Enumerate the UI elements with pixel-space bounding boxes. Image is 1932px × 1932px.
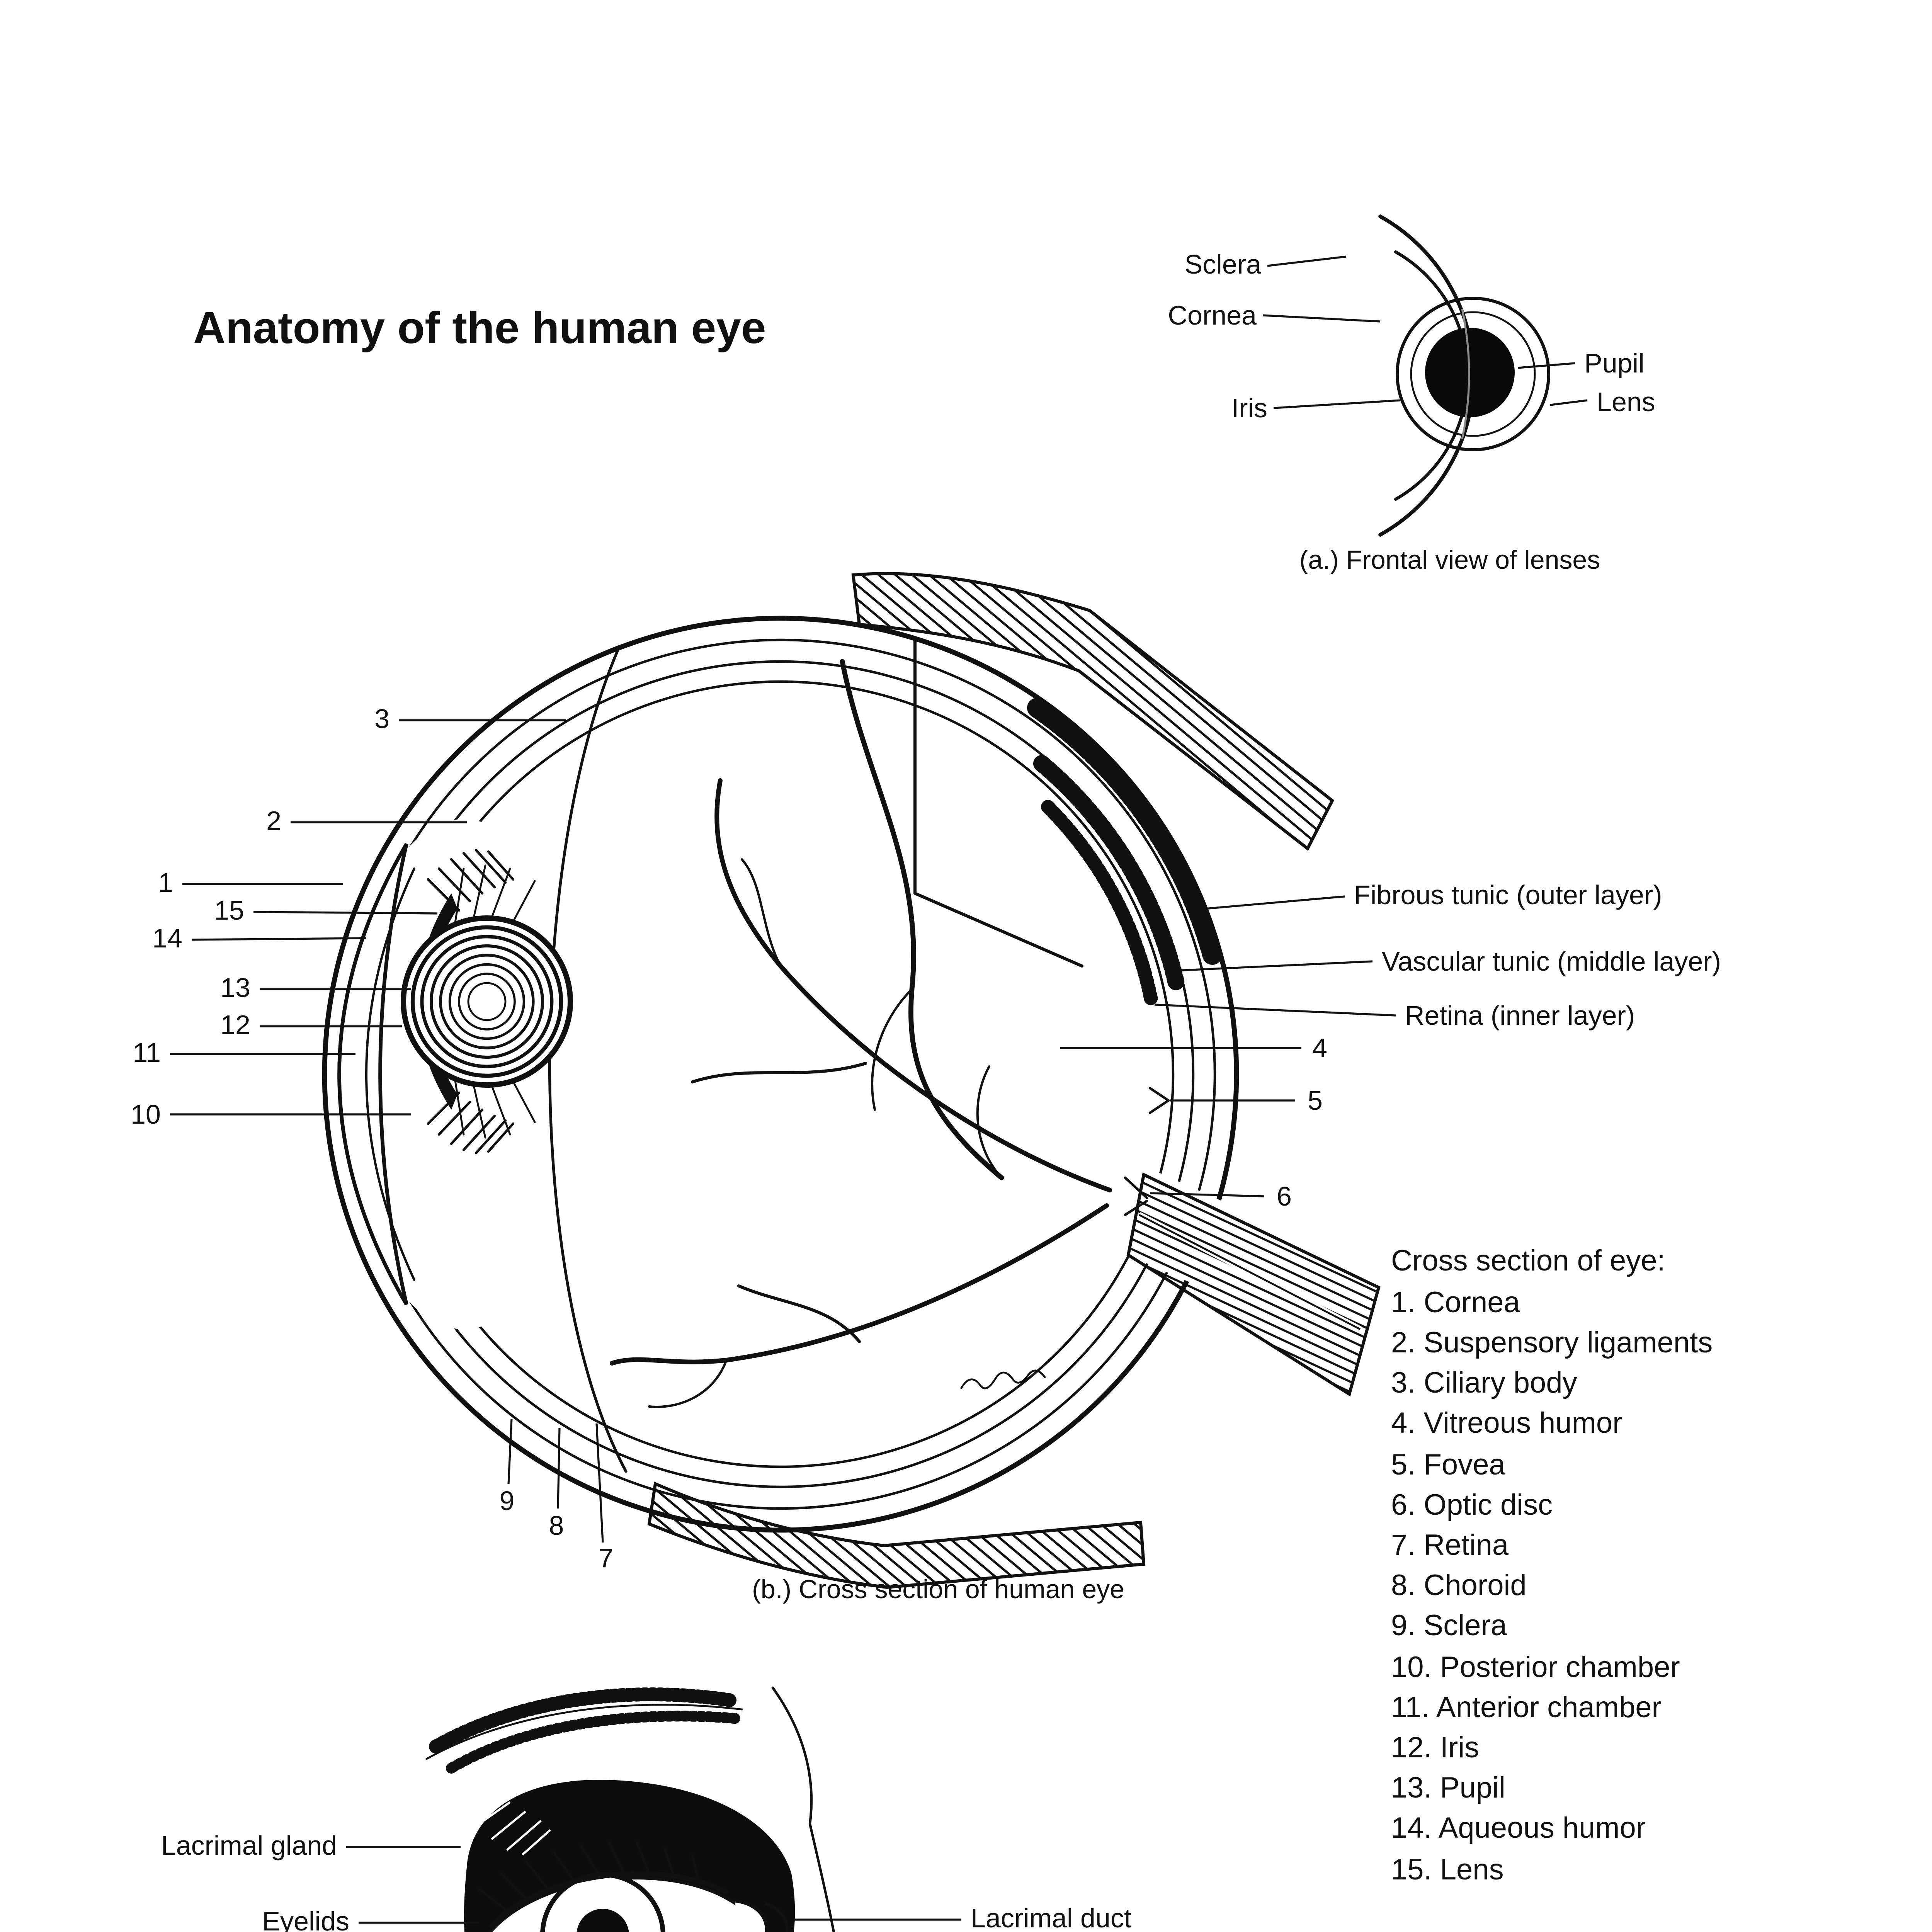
vitreous-boundary	[548, 648, 628, 1473]
optic-nerve	[1126, 1172, 1381, 1397]
callout-15: 15	[214, 895, 244, 925]
iris-label: Iris	[1231, 393, 1267, 423]
page-title: Anatomy of the human eye	[193, 303, 766, 353]
legend-item-6: 6. Optic disc	[1391, 1488, 1553, 1521]
ciliary-body-upper	[427, 849, 515, 912]
orbital-eye-illustration	[425, 1686, 835, 1932]
lens-rings	[401, 915, 573, 1088]
panel-a-leader-lines	[1262, 255, 1588, 409]
callout-fibrous-tunic: Fibrous tunic (outer layer)	[1354, 880, 1662, 910]
layer-cutout	[913, 638, 1223, 1009]
cornea-label: Cornea	[1168, 300, 1257, 330]
legend-item-2: 2. Suspensory ligaments	[1391, 1326, 1713, 1359]
panel-b-cross-section: 3 2 1 15 14 13 12 11 10 9 8 7 Fibrous tu…	[131, 572, 1721, 1604]
cross-section-legend: Cross section of eye: 1. Cornea 2. Suspe…	[1391, 1244, 1713, 1886]
eyebrow-hatch-2	[446, 1711, 744, 1774]
ciliary-body-lower	[427, 1091, 515, 1155]
callout-10: 10	[131, 1099, 161, 1129]
panel-b-left-leaders	[170, 719, 604, 1543]
callout-14: 14	[152, 923, 182, 953]
callout-1: 1	[158, 867, 173, 898]
legend-item-13: 13. Pupil	[1391, 1771, 1505, 1804]
eyelids-label: Eyelids	[262, 1906, 349, 1932]
lacrimal-duct-label: Lacrimal duct	[971, 1903, 1131, 1932]
panel-b-caption: (b.) Cross section of human eye	[752, 1575, 1124, 1604]
legend-item-4: 4. Vitreous humor	[1391, 1406, 1622, 1439]
callout-retina-inner: Retina (inner layer)	[1405, 1000, 1635, 1031]
legend-item-1: 1. Cornea	[1391, 1286, 1520, 1319]
lacrimal-gland-label: Lacrimal gland	[161, 1830, 337, 1861]
callout-4: 4	[1312, 1033, 1327, 1063]
panel-c-frontal-orbital: Lacrimal gland Eyelids Lacrimal duct (c.…	[161, 1686, 1131, 1932]
legend-item-11: 11. Anterior chamber	[1391, 1691, 1662, 1724]
lens-frontal-illustration	[1378, 214, 1550, 537]
callout-7: 7	[599, 1543, 614, 1573]
legend-item-5: 5. Fovea	[1391, 1448, 1505, 1481]
iris-outline	[1396, 297, 1550, 451]
panel-a-frontal-lenses: Sclera Cornea Iris Pupil Lens (a.) Front…	[1168, 214, 1655, 575]
legend-item-3: 3. Ciliary body	[1391, 1366, 1577, 1399]
callout-12: 12	[220, 1010, 250, 1040]
panel-b-right-leaders	[1060, 895, 1396, 1197]
legend-item-9: 9. Sclera	[1391, 1609, 1507, 1642]
legend-item-7: 7. Retina	[1391, 1529, 1509, 1561]
upper-eyelid	[489, 1871, 729, 1928]
panel-a-caption: (a.) Frontal view of lenses	[1299, 545, 1600, 575]
central-artery	[1138, 1214, 1361, 1330]
callout-13: 13	[220, 973, 250, 1003]
upper-lashes	[478, 1841, 700, 1915]
legend-item-14: 14. Aqueous humor	[1391, 1811, 1646, 1844]
callout-vascular-tunic: Vascular tunic (middle layer)	[1382, 946, 1721, 976]
legend-item-12: 12. Iris	[1391, 1731, 1479, 1764]
eyeball-illustration	[322, 572, 1381, 1589]
cornea-inner-line	[365, 867, 415, 1281]
callout-11: 11	[133, 1037, 161, 1068]
lacrimal-duct-shape	[730, 1900, 768, 1932]
callout-5: 5	[1308, 1085, 1323, 1116]
eyebrow-hatch	[429, 1687, 736, 1753]
lens-label: Lens	[1597, 387, 1655, 417]
legend-title: Cross section of eye:	[1391, 1244, 1665, 1277]
legend-item-10: 10. Posterior chamber	[1391, 1651, 1680, 1684]
inferior-muscle	[647, 1481, 1146, 1589]
pupil-label: Pupil	[1584, 348, 1645, 378]
retinal-vessels	[610, 659, 1112, 1408]
superior-muscle	[851, 572, 1335, 851]
callout-8: 8	[549, 1510, 564, 1541]
panel-c-leaders	[346, 1846, 961, 1924]
lacrimal-duct-outer	[765, 1903, 789, 1932]
fovea-pit	[1148, 1087, 1170, 1114]
lacrimal-gland-shape	[472, 1792, 551, 1856]
sclera-label: Sclera	[1185, 249, 1261, 279]
callout-9: 9	[500, 1486, 515, 1516]
callout-3: 3	[374, 704, 389, 734]
brow-line	[425, 1704, 743, 1760]
face-sketch-lines	[771, 1686, 835, 1932]
legend-item-8: 8. Choroid	[1391, 1569, 1527, 1602]
legend-item-15: 15. Lens	[1391, 1853, 1504, 1886]
lens-highlight-line	[1461, 309, 1470, 439]
lens-outline	[1410, 311, 1536, 437]
artist-signature	[960, 1369, 1046, 1389]
suspensory-ligaments	[453, 864, 536, 1139]
callout-2: 2	[266, 806, 281, 836]
callout-6: 6	[1277, 1181, 1292, 1211]
pupil-frontal	[577, 1909, 629, 1932]
